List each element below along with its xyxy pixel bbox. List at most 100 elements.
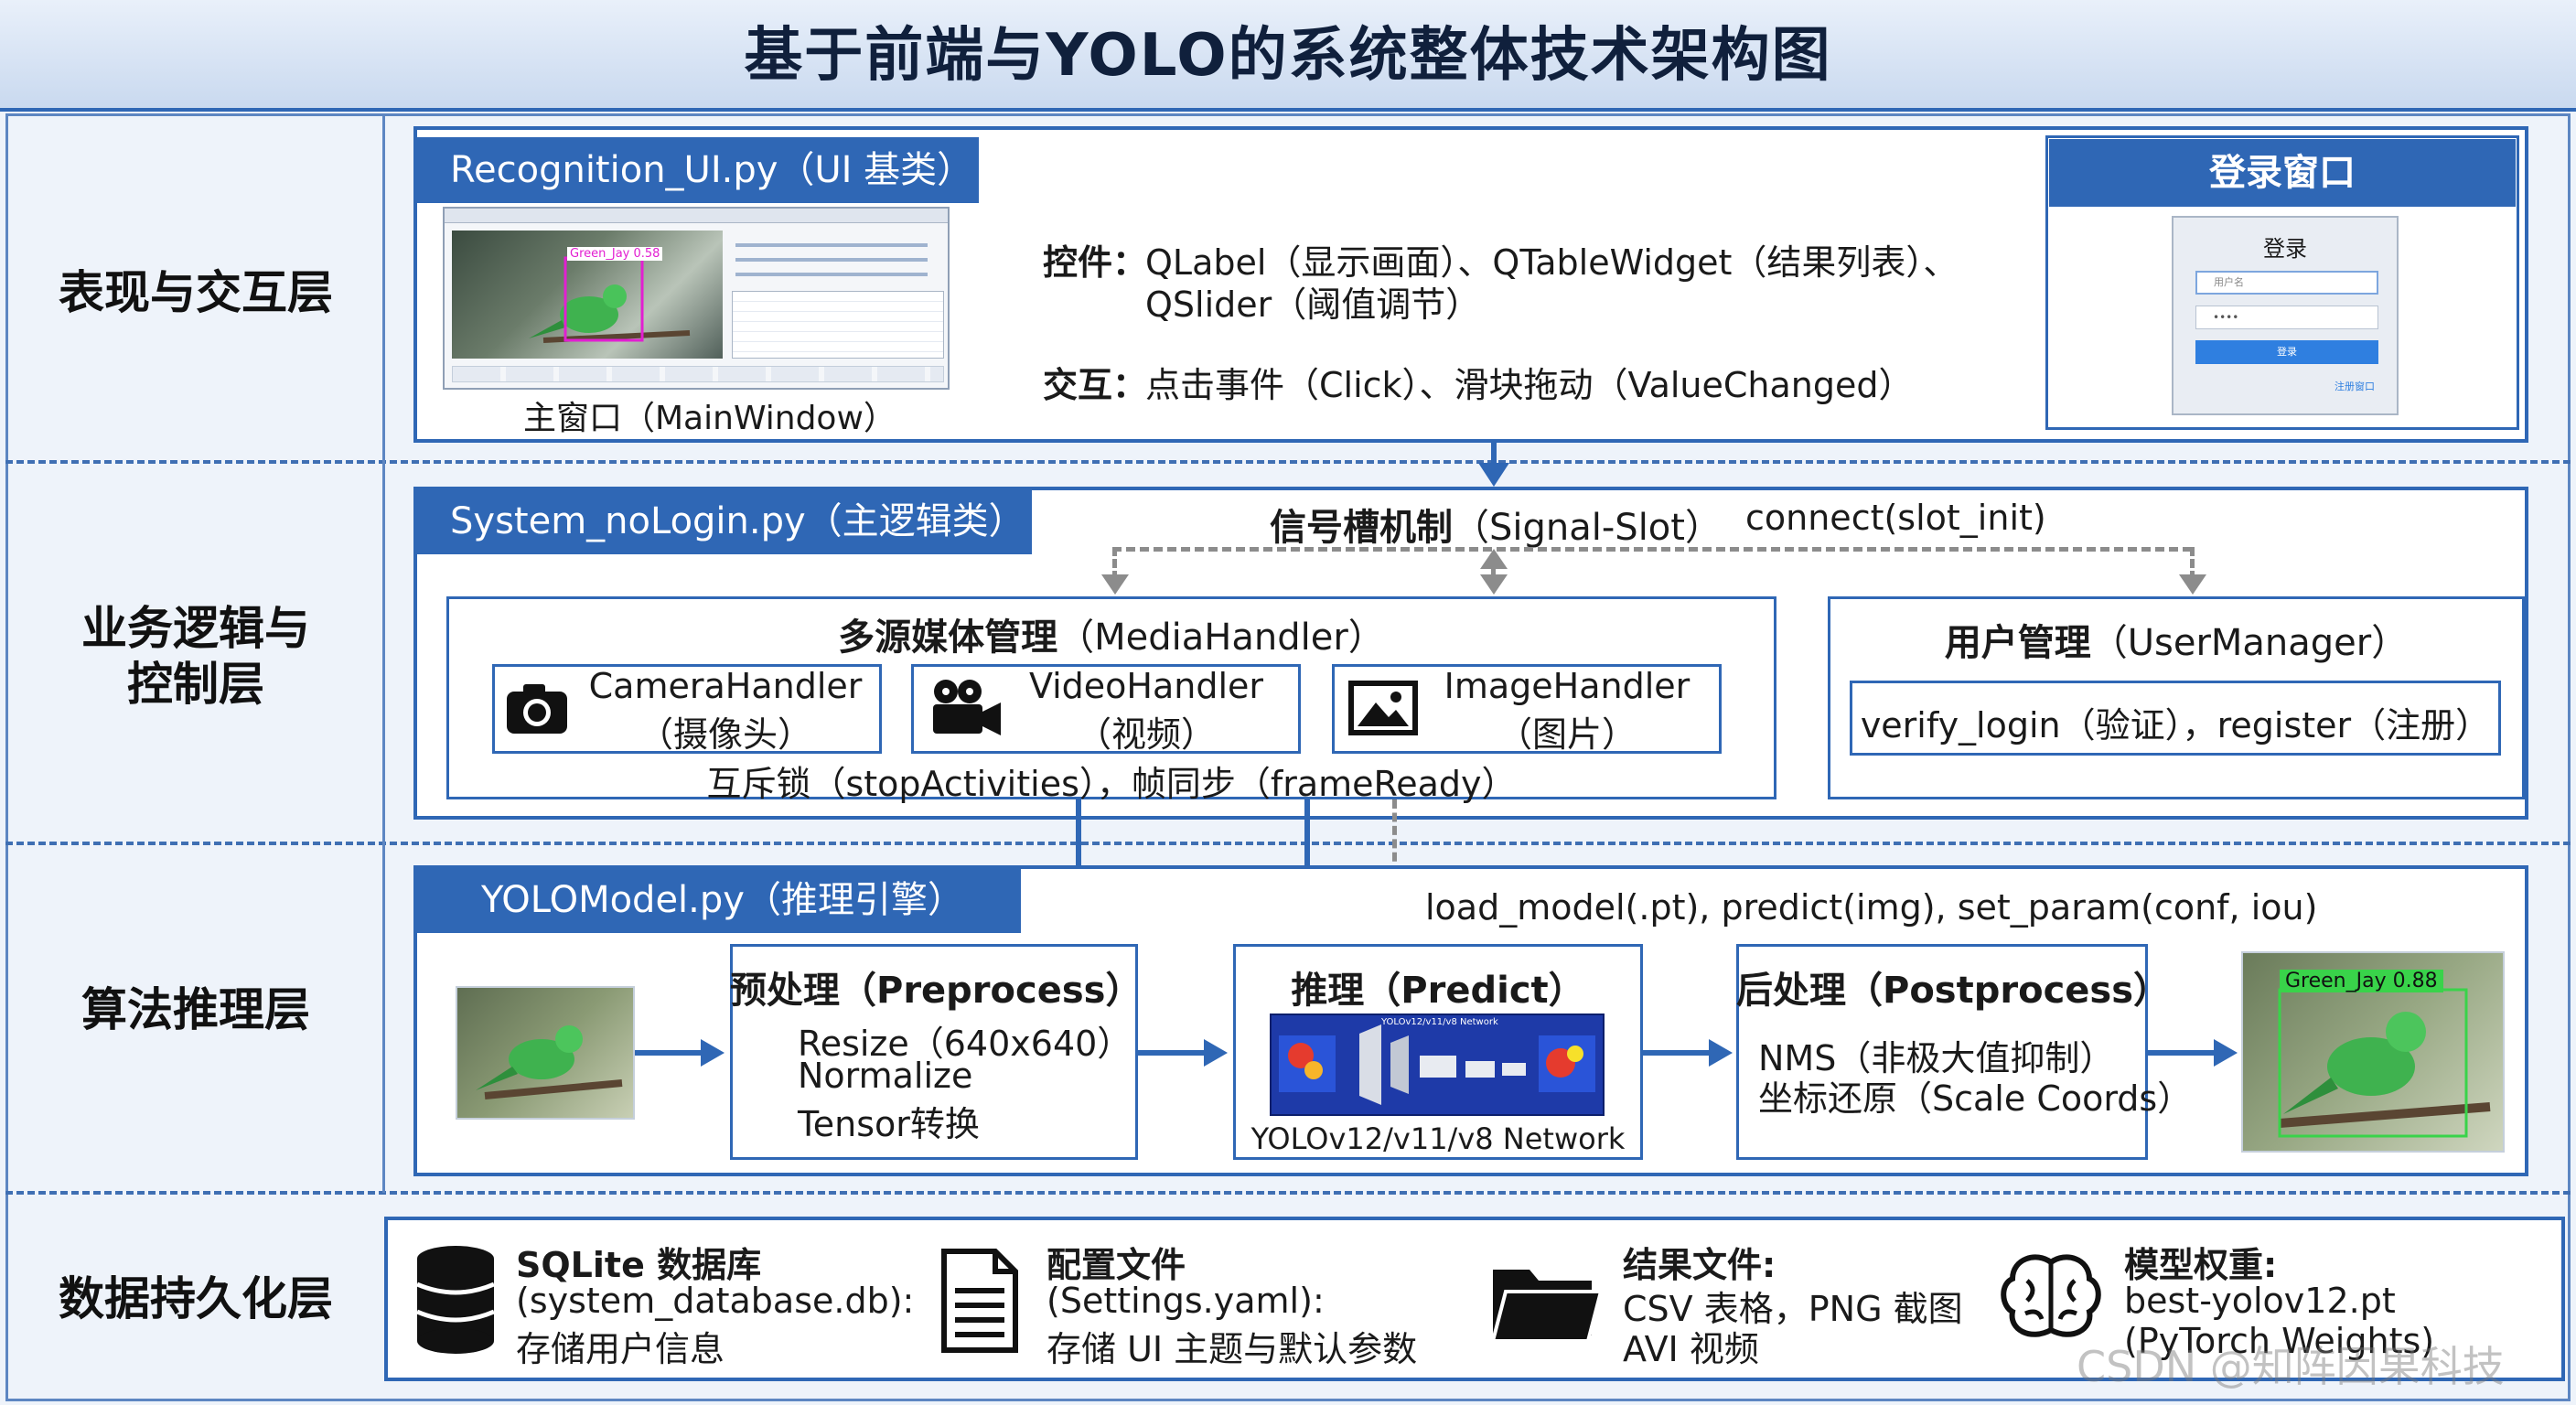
database-icon bbox=[416, 1246, 495, 1354]
signal-slot-bold: 信号槽机制 bbox=[1270, 507, 1453, 549]
outer-frame bbox=[5, 113, 2571, 1401]
arrow-right-icon bbox=[2214, 1039, 2238, 1067]
arrow-right-icon bbox=[701, 1039, 724, 1067]
preprocess-tensor: Tensor转换 bbox=[798, 1104, 980, 1144]
signal-dashed-line bbox=[2190, 547, 2195, 580]
postprocess-box bbox=[1736, 944, 2148, 1160]
arrow-down-icon bbox=[1478, 463, 1509, 487]
arrow-right-icon bbox=[1204, 1039, 1228, 1067]
interaction-label: 交互： bbox=[1043, 365, 1148, 405]
arrow-shaft bbox=[635, 1050, 704, 1056]
neural-network-icon bbox=[1279, 1024, 1595, 1105]
arrow-up-icon bbox=[1480, 549, 1508, 569]
layer-label-persistence: 数据持久化层 bbox=[59, 1272, 333, 1325]
login-window-tab: 登录窗口（LoginWindow） bbox=[2049, 139, 2516, 262]
db-title: SQLite 数据库 bbox=[516, 1245, 762, 1285]
interaction-text: 点击事件（Click）、滑块拖动（ValueChanged） bbox=[1145, 365, 1914, 405]
yolomodel-tab: YOLOModel.py（推理引擎） bbox=[417, 867, 1021, 933]
password-input[interactable]: •••• bbox=[2195, 306, 2378, 329]
signal-slot-rest: （Signal-Slot） bbox=[1453, 507, 1722, 549]
login-button[interactable]: 登录 bbox=[2195, 340, 2378, 364]
preprocess-box bbox=[730, 944, 1138, 1160]
arrow-down-icon bbox=[2179, 574, 2206, 595]
user-manager-title: 用户管理（UserManager） bbox=[1828, 613, 2525, 666]
user-functions-text: verify_login（验证），register（注册） bbox=[1860, 705, 2491, 745]
config-desc: 存储 UI 主题与默认参数 bbox=[1046, 1329, 1418, 1369]
system-nologin-tab: System_noLogin.py（主逻辑类） bbox=[417, 488, 1032, 554]
image-handler-box bbox=[1332, 664, 1722, 754]
main-window-screenshot: Green_Jay 0.58 bbox=[443, 207, 950, 390]
row-separator bbox=[5, 1191, 2571, 1195]
results-video: AVI 视频 bbox=[1623, 1329, 1759, 1369]
result-table[interactable] bbox=[732, 291, 944, 359]
model-file: best-yolov12.pt bbox=[2124, 1281, 2396, 1321]
user-title-rest: （UserManager） bbox=[2090, 622, 2409, 664]
window-titlebar bbox=[445, 209, 948, 223]
bird-icon bbox=[529, 256, 691, 343]
results-title: 结果文件: bbox=[1623, 1245, 1776, 1285]
watermark: CSDN @知阵因果科技 bbox=[2077, 1342, 2505, 1391]
user-title-bold: 用户管理 bbox=[1944, 622, 2091, 664]
media-title-rest: （MediaHandler） bbox=[1057, 617, 1385, 659]
arrow-shaft bbox=[1643, 1050, 1712, 1056]
brain-icon bbox=[2001, 1254, 2101, 1337]
detection-label: Green_Jay 0.58 bbox=[567, 247, 663, 261]
column-separator bbox=[382, 113, 385, 1193]
arrow-shaft bbox=[1138, 1050, 1208, 1056]
video-preview: Green_Jay 0.58 bbox=[452, 231, 723, 359]
layer-label-logic-1: 业务逻辑与 bbox=[81, 602, 310, 655]
slider[interactable] bbox=[735, 273, 928, 276]
register-link[interactable]: 注册窗口 bbox=[2334, 381, 2375, 392]
preprocess-resize: Resize（640x640） bbox=[798, 1024, 1132, 1064]
predict-title: 推理（Predict） bbox=[1291, 970, 1585, 1012]
bird-icon bbox=[476, 1025, 623, 1099]
row-separator bbox=[5, 460, 2571, 464]
button-row[interactable] bbox=[452, 366, 944, 382]
arrow-right-icon bbox=[1709, 1039, 1733, 1067]
model-desc: (PyTorch Weights) bbox=[2124, 1321, 2435, 1361]
preprocess-normalize: Normalize bbox=[798, 1056, 973, 1096]
slider[interactable] bbox=[735, 258, 928, 262]
login-form-title: 登录 bbox=[2263, 236, 2307, 262]
recognition-ui-tab: Recognition_UI.py（UI 基类） bbox=[417, 137, 979, 203]
db-desc: 存储用户信息 bbox=[516, 1329, 725, 1369]
controls-label: 控件： bbox=[1043, 242, 1148, 283]
signal-dashed-line bbox=[1112, 547, 1117, 580]
login-form: 登录 用户名 •••• 登录 注册窗口 bbox=[2172, 216, 2399, 415]
arrow-down-icon bbox=[1480, 574, 1508, 595]
config-file: (Settings.yaml): bbox=[1046, 1281, 1325, 1321]
connect-text: connect(slot_init) bbox=[1745, 498, 2046, 538]
predict-caption: YOLOv12/v11/v8 Network bbox=[1250, 1121, 1626, 1156]
camera-handler-label: CameraHandler bbox=[588, 666, 863, 706]
video-handler-label: VideoHandler bbox=[1028, 666, 1264, 706]
title-bar bbox=[0, 0, 2576, 112]
media-title-bold: 多源媒体管理 bbox=[838, 617, 1058, 659]
username-input[interactable]: 用户名 bbox=[2195, 271, 2378, 295]
result-label: Green_Jay 0.88 bbox=[2280, 970, 2443, 992]
bird-icon bbox=[2278, 988, 2491, 1138]
controls-text-1: QLabel（显示画面）、QTableWidget（结果列表）、 bbox=[1145, 242, 1959, 283]
image-handler-label: ImageHandler bbox=[1444, 666, 1690, 706]
slider[interactable] bbox=[735, 243, 928, 247]
video-camera-icon bbox=[933, 680, 1001, 735]
camera-icon bbox=[507, 684, 567, 734]
arrow-down-icon bbox=[1101, 574, 1129, 595]
controls-text-2: QSlider（阈值调节） bbox=[1145, 284, 1481, 325]
model-title: 模型权重: bbox=[2124, 1245, 2278, 1285]
network-label: YOLOv12/v11/v8 Network bbox=[1381, 1017, 1498, 1027]
network-diagram: YOLOv12/v11/v8 Network bbox=[1270, 1014, 1605, 1116]
config-title: 配置文件 bbox=[1046, 1245, 1186, 1285]
folder-icon bbox=[1490, 1270, 1603, 1343]
arrow-shaft bbox=[1491, 443, 1497, 481]
signal-dashed-line bbox=[1112, 547, 2192, 552]
postprocess-nms: NMS（非极大值抑制） bbox=[1758, 1038, 2115, 1078]
input-image bbox=[456, 986, 635, 1120]
persistence-panel bbox=[384, 1217, 2565, 1381]
preprocess-title: 预处理（Preprocess） bbox=[730, 970, 1143, 1012]
document-icon bbox=[941, 1249, 1018, 1353]
mutex-text: 互斥锁（stopActivities），帧同步（frameReady） bbox=[706, 764, 1517, 804]
api-text: load_model(.pt), predict(img), set_param… bbox=[1425, 887, 2318, 928]
image-icon bbox=[1348, 681, 1418, 735]
postprocess-title: 后处理（Postprocess） bbox=[1736, 970, 2171, 1012]
results-files: CSV 表格，PNG 截图 bbox=[1623, 1289, 1963, 1329]
